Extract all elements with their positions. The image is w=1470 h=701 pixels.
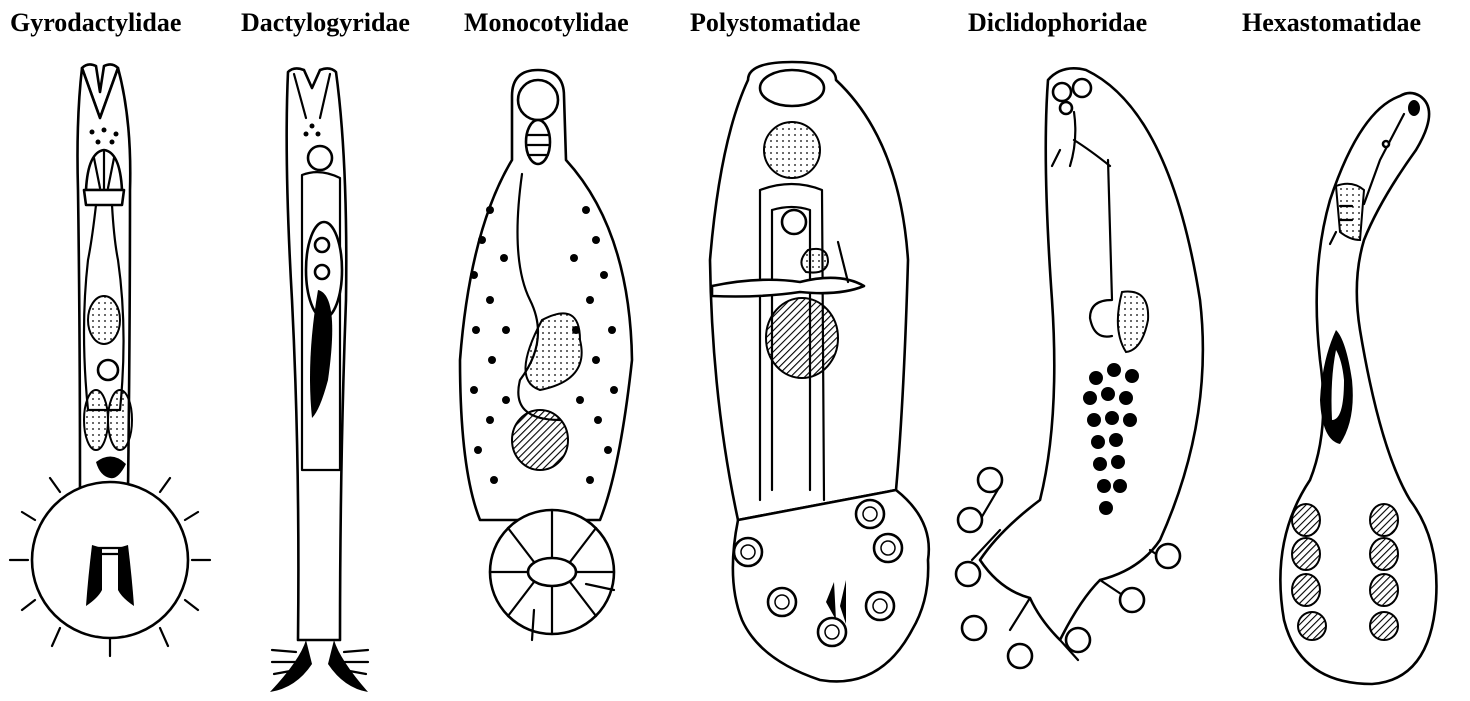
opisthaptor bbox=[733, 490, 929, 681]
monocotylidae-specimen bbox=[460, 70, 632, 640]
haptor-anchors bbox=[270, 640, 368, 692]
opisthaptor bbox=[32, 482, 188, 638]
oral-sucker bbox=[518, 80, 558, 120]
germarium bbox=[88, 296, 120, 344]
polystomatidae-specimen bbox=[710, 62, 929, 681]
pharynx bbox=[764, 122, 820, 178]
dactylogyridae-specimen bbox=[270, 68, 368, 692]
oral-sucker bbox=[760, 70, 824, 106]
testis bbox=[512, 410, 568, 470]
pharynx bbox=[308, 146, 332, 170]
gyrodactylidae-specimen bbox=[10, 64, 210, 656]
testis bbox=[766, 298, 838, 378]
hexastomatidae-specimen bbox=[1280, 93, 1436, 684]
diclidophoridae-specimen bbox=[956, 68, 1203, 668]
